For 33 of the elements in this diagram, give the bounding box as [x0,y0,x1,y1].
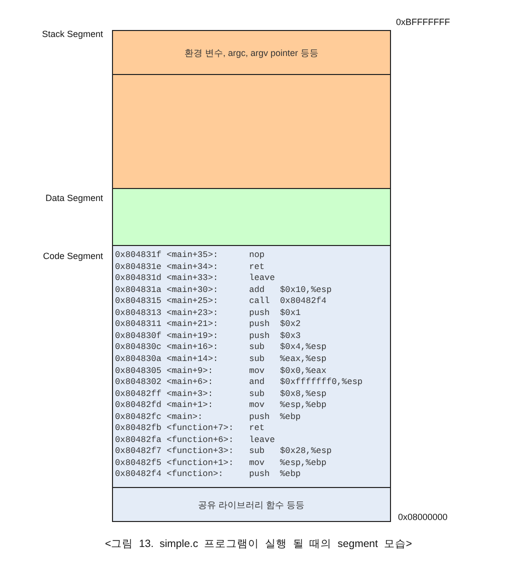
code-line: 0x804831f <main+35>: nop [115,249,266,262]
segment-label: Stack Segment [42,29,103,39]
library-region [112,487,391,522]
code-line: 0x804831e <main+34>: ret [115,260,266,274]
stack-region [112,30,391,75]
figure-caption: <그림 13. simple.c 프로그램이 실행 될 때의 segment 모습> [104,537,413,551]
region-text: 공유 라이브러리 함수 등등 [197,498,306,512]
code-line: 0x8048315 <main+25>: call 0x80482f4 [115,295,326,308]
segment-label: Code Segment [42,251,103,261]
code-line: 0x8048305 <main+9>: mov $0x0,%eax [115,364,326,378]
code-line: 0x80482f4 <function>: push %ebp [115,468,301,482]
address-label: 0xBFFFFFFF [396,17,450,27]
code-line: 0x804831a <main+30>: add $0x10,%esp [115,284,332,296]
code-line: 0x80482f5 <function+1>: mov %esp,%ebp [115,456,326,470]
segment-label: Data Segment [45,193,103,203]
code-line: 0x804831d <main+33>: leave [115,272,276,286]
code-line: 0x8048313 <main+23>: push $0x1 [115,306,301,320]
data-region [112,188,391,246]
region-text: 환경 변수, argc, argv pointer 등등 [183,46,320,60]
code-line: 0x804830a <main+14>: sub %eax,%esp [115,352,326,366]
code-line: 0x804830f <main+19>: push $0x3 [115,330,301,342]
code-line: 0x80482fa <function+6>: leave [115,434,276,446]
code-line: 0x80482fb <function+7>: ret [115,422,266,436]
code-line: 0x80482f7 <function+3>: sub $0x28,%esp [115,445,332,458]
code-region [112,245,391,488]
code-line: 0x80482fd <main+1>: mov %esp,%ebp [115,399,326,412]
code-line: 0x804830c <main+16>: sub $0x4,%esp [115,341,326,354]
stack-region [112,74,391,189]
code-line: 0x8048311 <main+21>: push $0x2 [115,318,301,332]
code-line: 0x80482ff <main+3>: sub $0x8,%esp [115,388,326,400]
address-label: 0x08000000 [398,512,448,522]
code-line: 0x80482fc <main>: push %ebp [115,410,301,424]
code-line: 0x8048302 <main+6>: and $0xfffffff0,%esp [115,376,363,390]
